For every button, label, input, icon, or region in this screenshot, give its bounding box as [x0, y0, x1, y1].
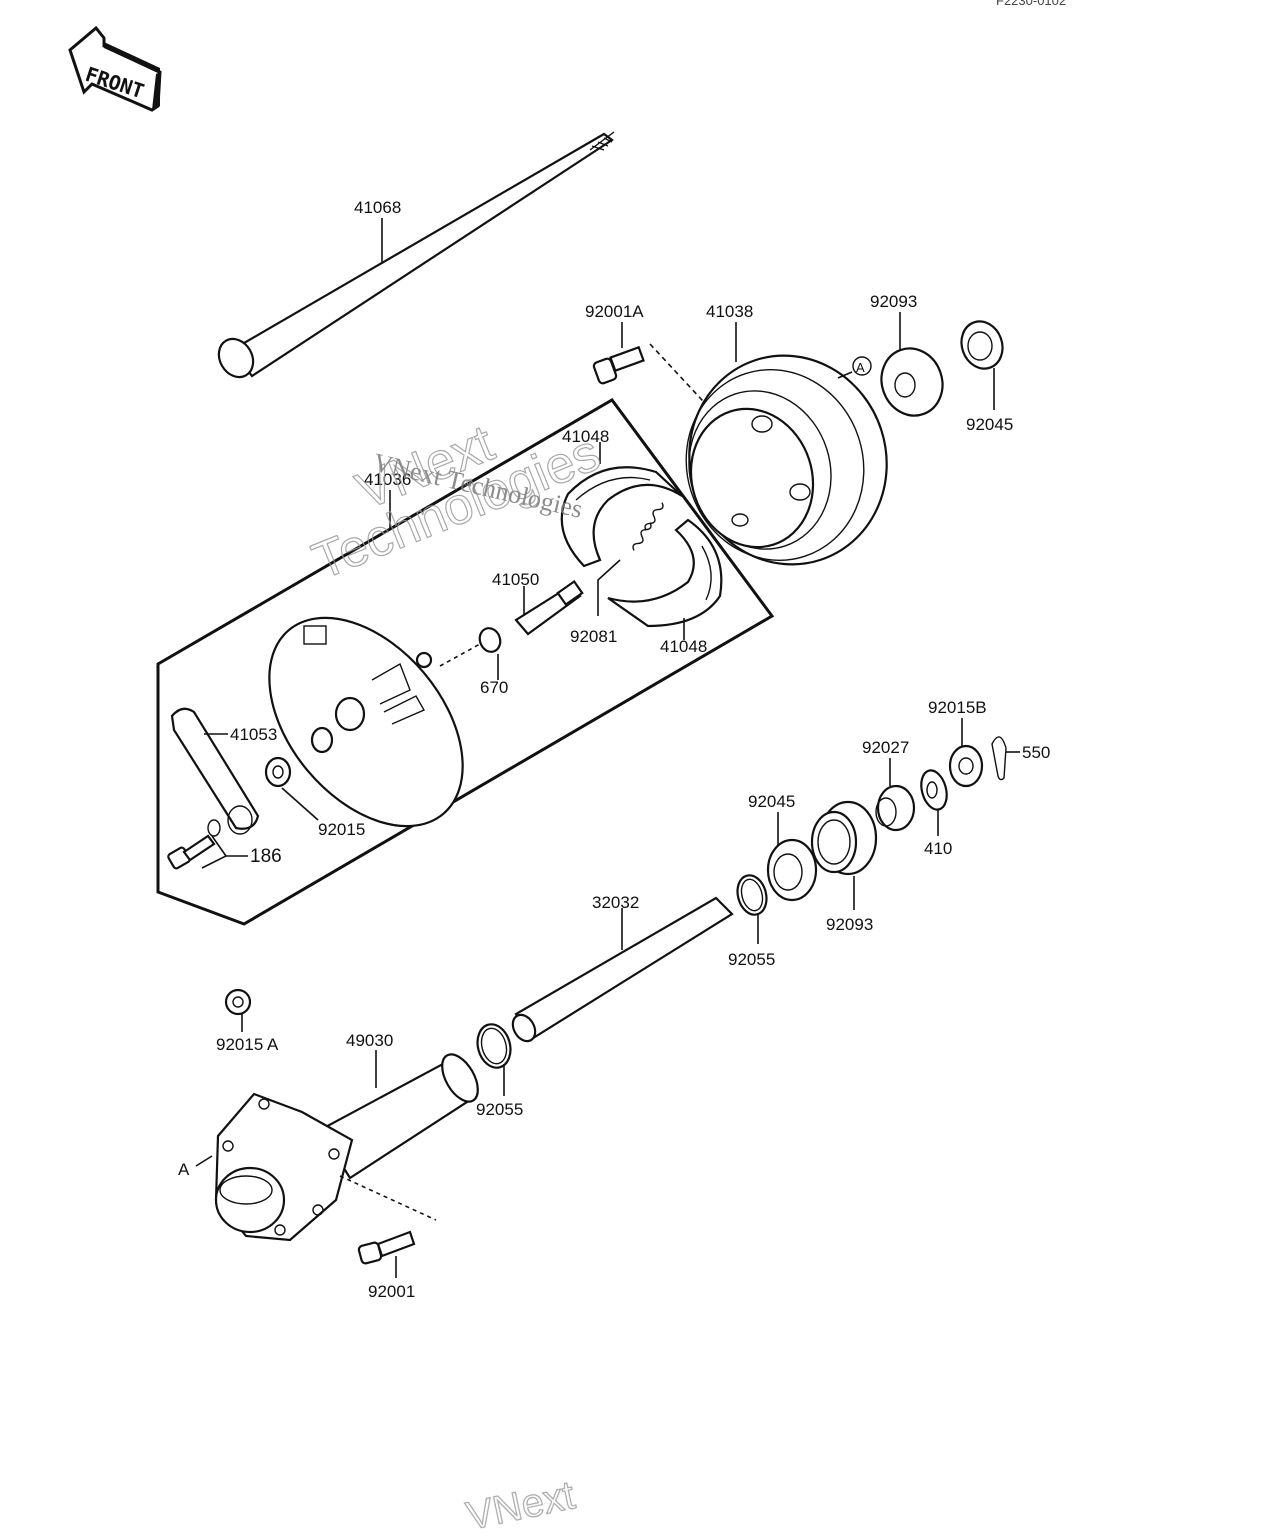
label-41048-bottom: 41048: [660, 637, 707, 656]
label-92015: 92015: [318, 820, 365, 839]
cotter-pin-550: [991, 736, 1007, 781]
collar-92027: [875, 784, 916, 832]
label-32032: 32032: [592, 893, 639, 912]
watermark-bottom: VNext: [463, 1473, 579, 1536]
label-92093-mid: 92093: [826, 915, 873, 934]
brake-drum-41038: [685, 354, 888, 566]
watermark: VNext Technologies VNext Technologies VN…: [304, 413, 608, 1536]
label-92093-top: 92093: [870, 292, 917, 311]
label-92055-mid: 92055: [728, 950, 775, 969]
label-41053: 41053: [230, 725, 277, 744]
diagram-code: F2230-0102: [996, 0, 1066, 8]
seal-92045-top: [960, 320, 1004, 370]
axle-41068: [217, 131, 615, 379]
label-92045-mid: 92045: [748, 792, 795, 811]
seal-670: [478, 627, 502, 653]
label-92001: 92001: [368, 1282, 415, 1301]
label-41050: 41050: [492, 570, 539, 589]
label-circle-a-top: A: [856, 360, 865, 375]
lever-41053: [170, 707, 260, 835]
label-41038: 41038: [706, 302, 753, 321]
bearing-92093-mid: [810, 800, 878, 876]
seal-92045-mid: [766, 838, 818, 902]
front-arrow-icon: FRONT: [68, 25, 162, 112]
bolt-186: [167, 819, 221, 870]
label-92027: 92027: [862, 738, 909, 757]
springs-92081: [632, 502, 664, 551]
bolt-92001: [357, 1230, 416, 1265]
label-92055-low: 92055: [476, 1100, 523, 1119]
label-49030: 49030: [346, 1031, 393, 1050]
label-41048-top: 41048: [562, 427, 609, 446]
label-a-hub: A: [178, 1160, 190, 1179]
pipe-32032: [511, 896, 734, 1043]
label-670: 670: [480, 678, 508, 697]
brake-panel: [268, 616, 464, 828]
washer-410: [920, 769, 948, 811]
label-41036: 41036: [364, 470, 411, 489]
label-92001a: 92001A: [585, 302, 644, 321]
oring-92055-low: [476, 1023, 512, 1069]
label-410: 410: [924, 839, 952, 858]
label-92045-top: 92045: [966, 415, 1013, 434]
cam-41050: [514, 579, 584, 636]
label-92015b: 92015B: [928, 698, 987, 717]
label-41068: 41068: [354, 198, 401, 217]
nut-92015: [264, 756, 292, 788]
bolt-92001a: [592, 345, 645, 385]
hub-49030: [214, 1053, 479, 1242]
label-550: 550: [1022, 743, 1050, 762]
brake-shoe-bottom: [607, 518, 723, 628]
nut-92015a: [224, 988, 252, 1016]
label-186: 186: [250, 846, 282, 867]
brake-shoe-top: [560, 466, 683, 568]
spacer-92093-top: [880, 347, 944, 417]
label-92015a: 92015 A: [216, 1035, 279, 1054]
nut-92015b: [948, 744, 984, 788]
oring-92055-mid: [736, 874, 768, 916]
label-92081: 92081: [570, 627, 617, 646]
